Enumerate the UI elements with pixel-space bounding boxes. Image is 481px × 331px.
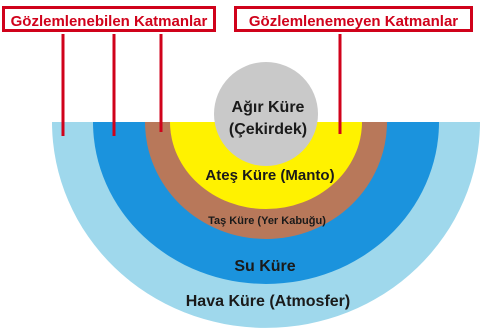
observable-layers-label: Gözlemlenebilen Katmanlar [2,6,216,32]
crust-label: Taş Küre (Yer Kabuğu) [208,215,326,227]
core-layer [214,62,318,166]
core-label-line2: (Çekirdek) [229,121,307,138]
hydrosphere-label: Su Küre [234,258,295,275]
unobservable-layers-label: Gözlemlenemeyen Katmanlar [234,6,473,32]
mantle-label: Ateş Küre (Manto) [205,167,334,184]
atmosphere-label: Hava Küre (Atmosfer) [186,293,350,310]
connector-lines [61,34,342,136]
core-label-line1: Ağır Küre [232,99,305,116]
